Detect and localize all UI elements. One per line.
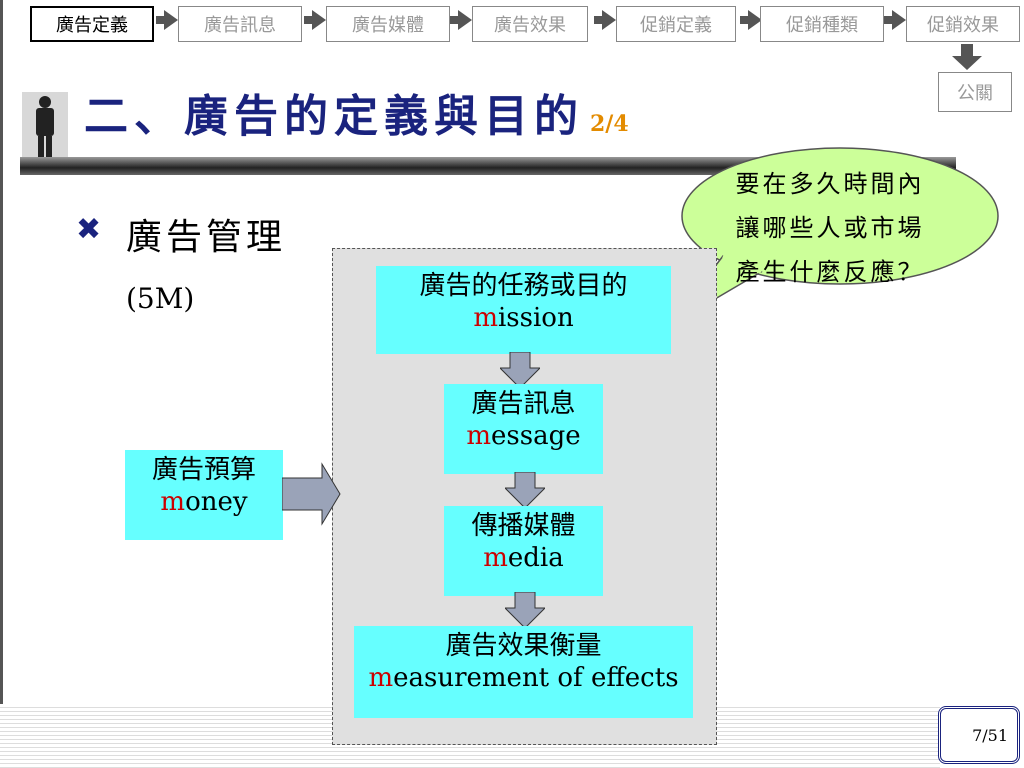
person-silhouette-image — [22, 92, 68, 158]
nav-tab-ad-media[interactable]: 廣告媒體 — [326, 6, 450, 42]
budget-en: money — [160, 487, 248, 517]
message-box: 廣告訊息 message — [444, 384, 603, 474]
left-border — [0, 0, 3, 768]
budget-zh: 廣告預算 — [151, 455, 256, 485]
speech-bubble-text: 要在多久時間內 讓哪些人或市場 產生什麼反應？ — [700, 162, 960, 294]
page-title-counter: 2/4 — [590, 111, 629, 137]
budget-box: 廣告預算 money — [125, 450, 283, 540]
measurement-en: measurement of effects — [368, 663, 679, 693]
nav-arrow-icon — [740, 10, 762, 30]
cross-bullet-icon: ✖ — [76, 212, 102, 247]
down-arrow-icon — [505, 592, 545, 629]
measurement-zh: 廣告效果衡量 — [445, 631, 602, 661]
nav-arrow-icon — [156, 10, 178, 30]
mission-box: 廣告的任務或目的 mission — [376, 266, 671, 354]
measurement-box: 廣告效果衡量 measurement of effects — [354, 626, 693, 718]
nav-tab-promo-effect[interactable]: 促銷效果 — [906, 6, 1020, 42]
mission-en: mission — [473, 303, 574, 333]
nav-tab-promo-definition[interactable]: 促銷定義 — [616, 6, 736, 42]
nav-arrow-icon — [884, 10, 906, 30]
bullet-heading: 廣告管理 — [126, 217, 287, 258]
bubble-line: 產生什麼反應？ — [735, 258, 925, 286]
page-number-frame — [938, 706, 1020, 764]
bubble-line: 要在多久時間內 — [735, 170, 925, 198]
down-arrow-icon — [500, 352, 540, 389]
bullet-subtext: (5M) — [126, 282, 195, 315]
page-title-text: 二、廣告的定義與目的 — [84, 91, 584, 142]
nav-tab-pr[interactable]: 公關 — [938, 72, 1012, 112]
nav-down-arrow-icon — [952, 44, 982, 70]
nav-arrow-icon — [304, 10, 326, 30]
nav-arrow-icon — [594, 10, 616, 30]
page-number: 7/51 — [972, 726, 1008, 745]
media-box: 傳播媒體 media — [444, 506, 603, 596]
mission-zh: 廣告的任務或目的 — [419, 271, 628, 301]
nav-tab-ad-message[interactable]: 廣告訊息 — [178, 6, 302, 42]
message-en: message — [466, 421, 581, 451]
media-zh: 傳播媒體 — [471, 511, 576, 541]
nav-arrow-icon — [450, 10, 472, 30]
nav-tab-ad-definition[interactable]: 廣告定義 — [30, 6, 154, 42]
right-arrow-icon — [282, 462, 341, 526]
nav-tab-promo-types[interactable]: 促銷種類 — [760, 6, 884, 42]
down-arrow-icon — [505, 472, 545, 509]
bubble-line: 讓哪些人或市場 — [735, 214, 925, 242]
nav-tab-ad-effect[interactable]: 廣告效果 — [472, 6, 588, 42]
message-zh: 廣告訊息 — [471, 389, 576, 419]
media-en: media — [483, 543, 564, 573]
